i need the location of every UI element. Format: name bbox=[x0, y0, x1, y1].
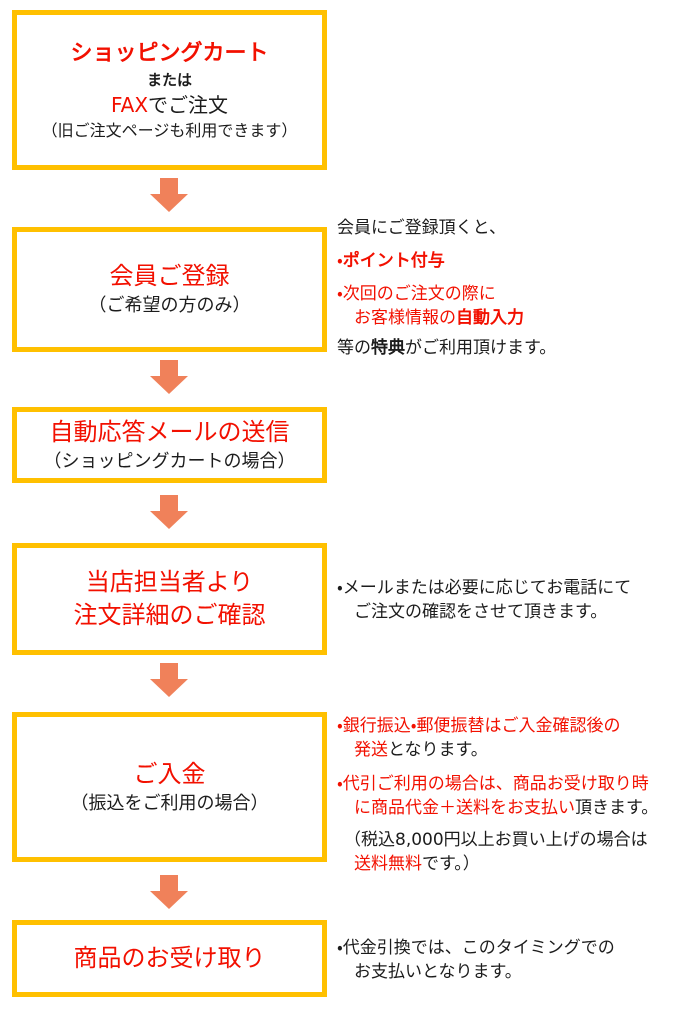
step-box-text: または bbox=[147, 69, 192, 91]
text-run: 頂きます。 bbox=[575, 798, 659, 818]
note-order-detail-confirmation: ・メールまたは必要に応じてお電話にてご注文の確認をさせて頂きます。 bbox=[337, 576, 695, 624]
step-box-product-receipt: 商品のお受け取り bbox=[12, 920, 327, 997]
step-box-text: （旧ご注文ページも利用できます） bbox=[42, 119, 298, 142]
text-run: 注文詳細のご確認 bbox=[73, 601, 266, 629]
step-box-text: 自動応答メールの送信 bbox=[50, 416, 290, 449]
note-text-line: お支払いとなります。 bbox=[337, 960, 695, 984]
down-arrow-stem bbox=[160, 663, 178, 680]
text-run: ・メールまたは必要に応じてお電話にて bbox=[337, 578, 632, 598]
text-run: 会員ご登録 bbox=[109, 262, 230, 290]
note-text-line: ・メールまたは必要に応じてお電話にて bbox=[337, 576, 695, 600]
down-arrow-head bbox=[150, 376, 188, 394]
down-arrow-stem bbox=[160, 178, 178, 195]
step-box-text: FAXでご注文 bbox=[111, 91, 228, 119]
note-member-registration: 会員にご登録頂くと、・ポイント付与・次回のご注文の際にお客様情報の自動入力等の特… bbox=[337, 216, 695, 360]
step-box-text: （ショッピングカートの場合） bbox=[44, 449, 296, 475]
note-text-line: に商品代金＋送料をお支払い頂きます。 bbox=[337, 796, 695, 820]
text-run: 発送 bbox=[354, 740, 388, 760]
step-box-text: ショッピングカート bbox=[70, 39, 268, 69]
note-text-line: ・ポイント付与 bbox=[337, 249, 695, 273]
step-box-text: （ご希望の方のみ） bbox=[89, 293, 251, 319]
note-text-line: ・代金引換では、このタイミングでの bbox=[337, 936, 695, 960]
text-run: 特典 bbox=[371, 338, 405, 358]
note-text-line: ご注文の確認をさせて頂きます。 bbox=[337, 600, 695, 624]
text-run: がご利用頂けます。 bbox=[405, 338, 557, 358]
step-box-text: （振込をご利用の場合） bbox=[71, 791, 269, 817]
down-arrow-head bbox=[150, 194, 188, 212]
note-text-line: ・次回のご注文の際に bbox=[337, 282, 695, 306]
text-run: ・次回のご注文の際に bbox=[337, 284, 496, 304]
text-run: （ショッピングカートの場合） bbox=[43, 450, 296, 472]
text-run: ご注文の確認をさせて頂きます。 bbox=[354, 602, 608, 622]
text-run: お支払いとなります。 bbox=[354, 962, 522, 982]
step-box-text: 注文詳細のご確認 bbox=[74, 599, 266, 632]
text-run: 送料無料 bbox=[354, 854, 422, 874]
down-arrow-head bbox=[150, 511, 188, 529]
text-run: （振込をご利用の場合） bbox=[70, 792, 269, 814]
text-run: 当店担当者より bbox=[85, 568, 254, 596]
note-text-line: お客様情報の自動入力 bbox=[337, 306, 695, 330]
step-box-text: 会員ご登録 bbox=[110, 260, 230, 293]
note-text-line: 会員にご登録頂くと、 bbox=[337, 216, 695, 240]
down-arrow-icon bbox=[150, 663, 188, 697]
text-run: 会員にご登録頂くと、 bbox=[337, 218, 506, 238]
note-product-receipt: ・代金引換では、このタイミングでのお支払いとなります。 bbox=[337, 936, 695, 984]
text-run: 商品のお受け取り bbox=[73, 944, 266, 972]
text-run: 等の bbox=[337, 338, 371, 358]
note-text-line: （税込8,000円以上お買い上げの場合は bbox=[337, 828, 695, 852]
note-text-line: ・銀行振込・郵便振替はご入金確認後の bbox=[337, 714, 695, 738]
note-text-line: 等の特典がご利用頂けます。 bbox=[337, 336, 695, 360]
note-text-line: 送料無料です。） bbox=[337, 852, 695, 876]
step-box-text: 当店担当者より bbox=[86, 566, 254, 599]
step-box-order-detail-confirmation: 当店担当者より注文詳細のご確認 bbox=[12, 543, 327, 655]
down-arrow-icon bbox=[150, 360, 188, 394]
text-run: ・ bbox=[337, 251, 343, 271]
down-arrow-stem bbox=[160, 875, 178, 892]
down-arrow-head bbox=[150, 679, 188, 697]
text-run: （旧ご注文ページも利用できます） bbox=[41, 120, 298, 140]
down-arrow-icon bbox=[150, 178, 188, 212]
note-payment: ・銀行振込・郵便振替はご入金確認後の発送となります。・代引ご利用の場合は、商品お… bbox=[337, 714, 695, 876]
text-run: ポイント付与 bbox=[342, 251, 445, 271]
text-run: （ご希望の方のみ） bbox=[88, 295, 251, 316]
down-arrow-icon bbox=[150, 495, 188, 529]
down-arrow-icon bbox=[150, 875, 188, 909]
note-text-line: 発送となります。 bbox=[337, 738, 695, 762]
text-run: 自動応答メールの送信 bbox=[49, 417, 290, 446]
text-run: ショッピングカート bbox=[70, 40, 269, 66]
step-box-text: 商品のお受け取り bbox=[74, 942, 266, 975]
text-run: 自動入力 bbox=[456, 308, 524, 328]
text-run: ご入金 bbox=[133, 759, 206, 788]
step-box-payment: ご入金 （振込をご利用の場合） bbox=[12, 712, 327, 862]
note-text-line: ・代引ご利用の場合は、商品お受け取り時 bbox=[337, 772, 695, 796]
text-run: ・代引ご利用の場合は、商品お受け取り時 bbox=[337, 774, 649, 794]
step-box-auto-reply-mail: 自動応答メールの送信 （ショッピングカートの場合） bbox=[12, 407, 327, 483]
text-run: ・銀行振込・郵便振替はご入金確認後の bbox=[337, 716, 621, 736]
text-run: となります。 bbox=[388, 740, 488, 760]
text-run: （税込8,000円以上お買い上げの場合は bbox=[344, 830, 648, 850]
down-arrow-stem bbox=[160, 495, 178, 512]
step-box-member-registration: 会員ご登録 （ご希望の方のみ） bbox=[12, 227, 327, 352]
text-run: に商品代金＋送料をお支払い bbox=[354, 798, 575, 818]
text-run: または bbox=[146, 70, 192, 89]
text-run: FAX bbox=[110, 92, 149, 117]
text-run: お客様情報の bbox=[354, 308, 456, 328]
text-run: でご注文 bbox=[148, 92, 229, 117]
text-run: ・代金引換では、このタイミングでの bbox=[337, 938, 615, 958]
down-arrow-stem bbox=[160, 360, 178, 377]
down-arrow-head bbox=[150, 891, 188, 909]
step-box-text: ご入金 bbox=[134, 758, 206, 791]
text-run: です。） bbox=[422, 854, 480, 874]
